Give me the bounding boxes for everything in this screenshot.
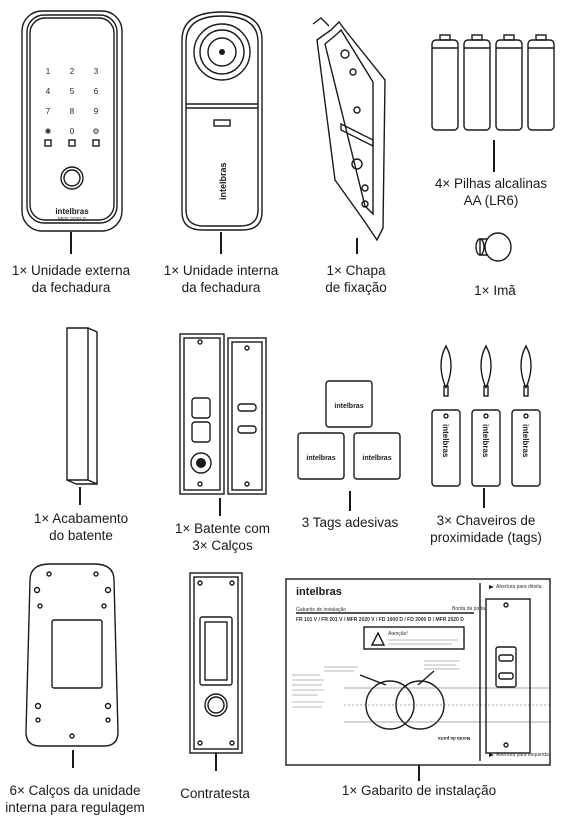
strike-plate-leader [215,753,217,771]
batteries-caption: 4× Pilhas alcalinas AA (LR6) [434,176,548,208]
external-unit-item: 1 2 3 4 5 6 7 8 9 ✱ 0 ⚙ intelbras MFR 2020 D 1× Uni… [0,0,150,300]
template-mirrored-label: Borda da porta [438,736,471,741]
external-unit-model: MFR 2020 D [58,217,87,223]
shims-leader [72,750,74,768]
internal-unit-drawing: intelbras [181,11,263,231]
shims-caption: 6× Calços da unidade interna para regula… [5,783,145,815]
battery [463,34,491,131]
tags-drawing: intelbras intelbras intelbras [297,380,401,480]
strike-plate-caption: Contratesta [180,786,250,801]
template-side-label: Borda da porta [452,606,485,612]
keychain-brand: intelbras [481,424,490,458]
keychain-brand: intelbras [441,424,450,458]
internal-unit-brand: intelbras [218,162,228,200]
keypad-key: 0 [70,127,75,136]
keypad-function-icon [44,139,52,147]
template-drawing: intelbras Gabarito de instalação FR 101 … [285,578,551,766]
keypad-key: 3 [94,67,99,76]
keychains-leader [483,488,485,508]
template-bottom-right: Abertura para esquerda [496,752,549,758]
external-unit-caption: 1× Unidade externa da fechadura [11,263,131,295]
external-unit-brand: intelbras [55,207,89,216]
template-caption: 1× Gabarito de instalação [341,783,497,798]
keypad-key: 9 [94,107,99,116]
template-brand: intelbras [296,586,342,598]
strike-leader [219,498,221,516]
strike-plate-drawing [189,572,243,754]
strike-drawing [179,333,267,495]
magnet-drawing [475,232,512,262]
keypad-function-icon [92,139,100,147]
template-attention: Atenção! [388,631,408,637]
batteries-leader [493,140,495,172]
tag-2-brand: intelbras [306,455,335,462]
plate-leader [356,238,358,254]
template-top-right: Abertura para direita [496,584,542,590]
strike-caption: 1× Batente com 3× Calços [175,521,270,553]
keychains-caption: 3× Chaveiros de proximidade (tags) [430,513,542,545]
keypad-key: ⚙ [92,127,99,136]
keychain-fob: intelbras [511,344,541,487]
batteries-item: 4× Pilhas alcalinas AA (LR6) [420,0,562,215]
internal-unit-caption: 1× Unidade interna da fechadura [163,263,279,295]
battery [527,34,555,131]
magnet-caption: 1× Imã [474,283,516,298]
strike-item: 1× Batente com 3× Calços [160,320,285,560]
keychains-item: intelbras intelbras intelbras 3× Chaveiros… [420,340,562,550]
keychain-brand: intelbras [521,424,530,458]
keypad-key: 6 [94,87,99,96]
tags-leader [349,491,351,511]
keypad-key: 8 [70,107,75,116]
strike-plate-item: Contratesta [160,565,270,815]
keypad-key: 1 [46,67,51,76]
finish-caption: 1× Acabamento do batente [33,511,129,543]
plate-item: 1× Chapa de fixação [295,0,420,300]
keypad-key: 4 [46,87,51,96]
keypad-key: 7 [46,107,51,116]
template-item: intelbras Gabarito de instalação FR 101 … [284,575,554,815]
tag-3-brand: intelbras [362,455,391,462]
keypad-key: ✱ [45,127,52,136]
shims-item: 6× Calços da unidade interna para regula… [0,560,150,826]
finish-drawing [66,327,98,486]
battery [495,34,523,131]
shims-drawing [25,563,119,747]
keychain-fob: intelbras [431,344,461,487]
template-models: FR 101 V / FR 201 V / MFR 2020 V / FD 10… [296,617,464,623]
plate-drawing [312,17,386,242]
tags-caption: 3 Tags adesivas [301,515,399,530]
template-title: Gabarito de instalação [296,607,346,613]
battery [431,34,459,131]
keychains-drawing: intelbras intelbras intelbras [431,344,541,487]
plate-caption: 1× Chapa de fixação [325,263,387,295]
tag-1-brand: intelbras [334,403,363,410]
internal-unit-item: intelbras 1× Unidade interna da fechadur… [150,0,295,300]
external-unit-leader [70,232,72,254]
internal-unit-leader [220,232,222,254]
tags-item: intelbras intelbras intelbras 3 Tags ade… [290,375,410,540]
magnet-item: 1× Imã [440,225,550,305]
finish-item: 1× Acabamento do batente [20,320,145,550]
batteries-drawing [431,34,555,131]
external-unit-drawing: 1 2 3 4 5 6 7 8 9 ✱ 0 ⚙ intelbras MFR 2020 D [21,10,123,232]
keychain-fob: intelbras [471,344,501,487]
keypad-key: 2 [70,67,75,76]
keypad-key: 5 [70,87,75,96]
finish-leader [79,487,81,505]
keypad-function-icon [68,139,76,147]
template-leader [418,765,420,781]
